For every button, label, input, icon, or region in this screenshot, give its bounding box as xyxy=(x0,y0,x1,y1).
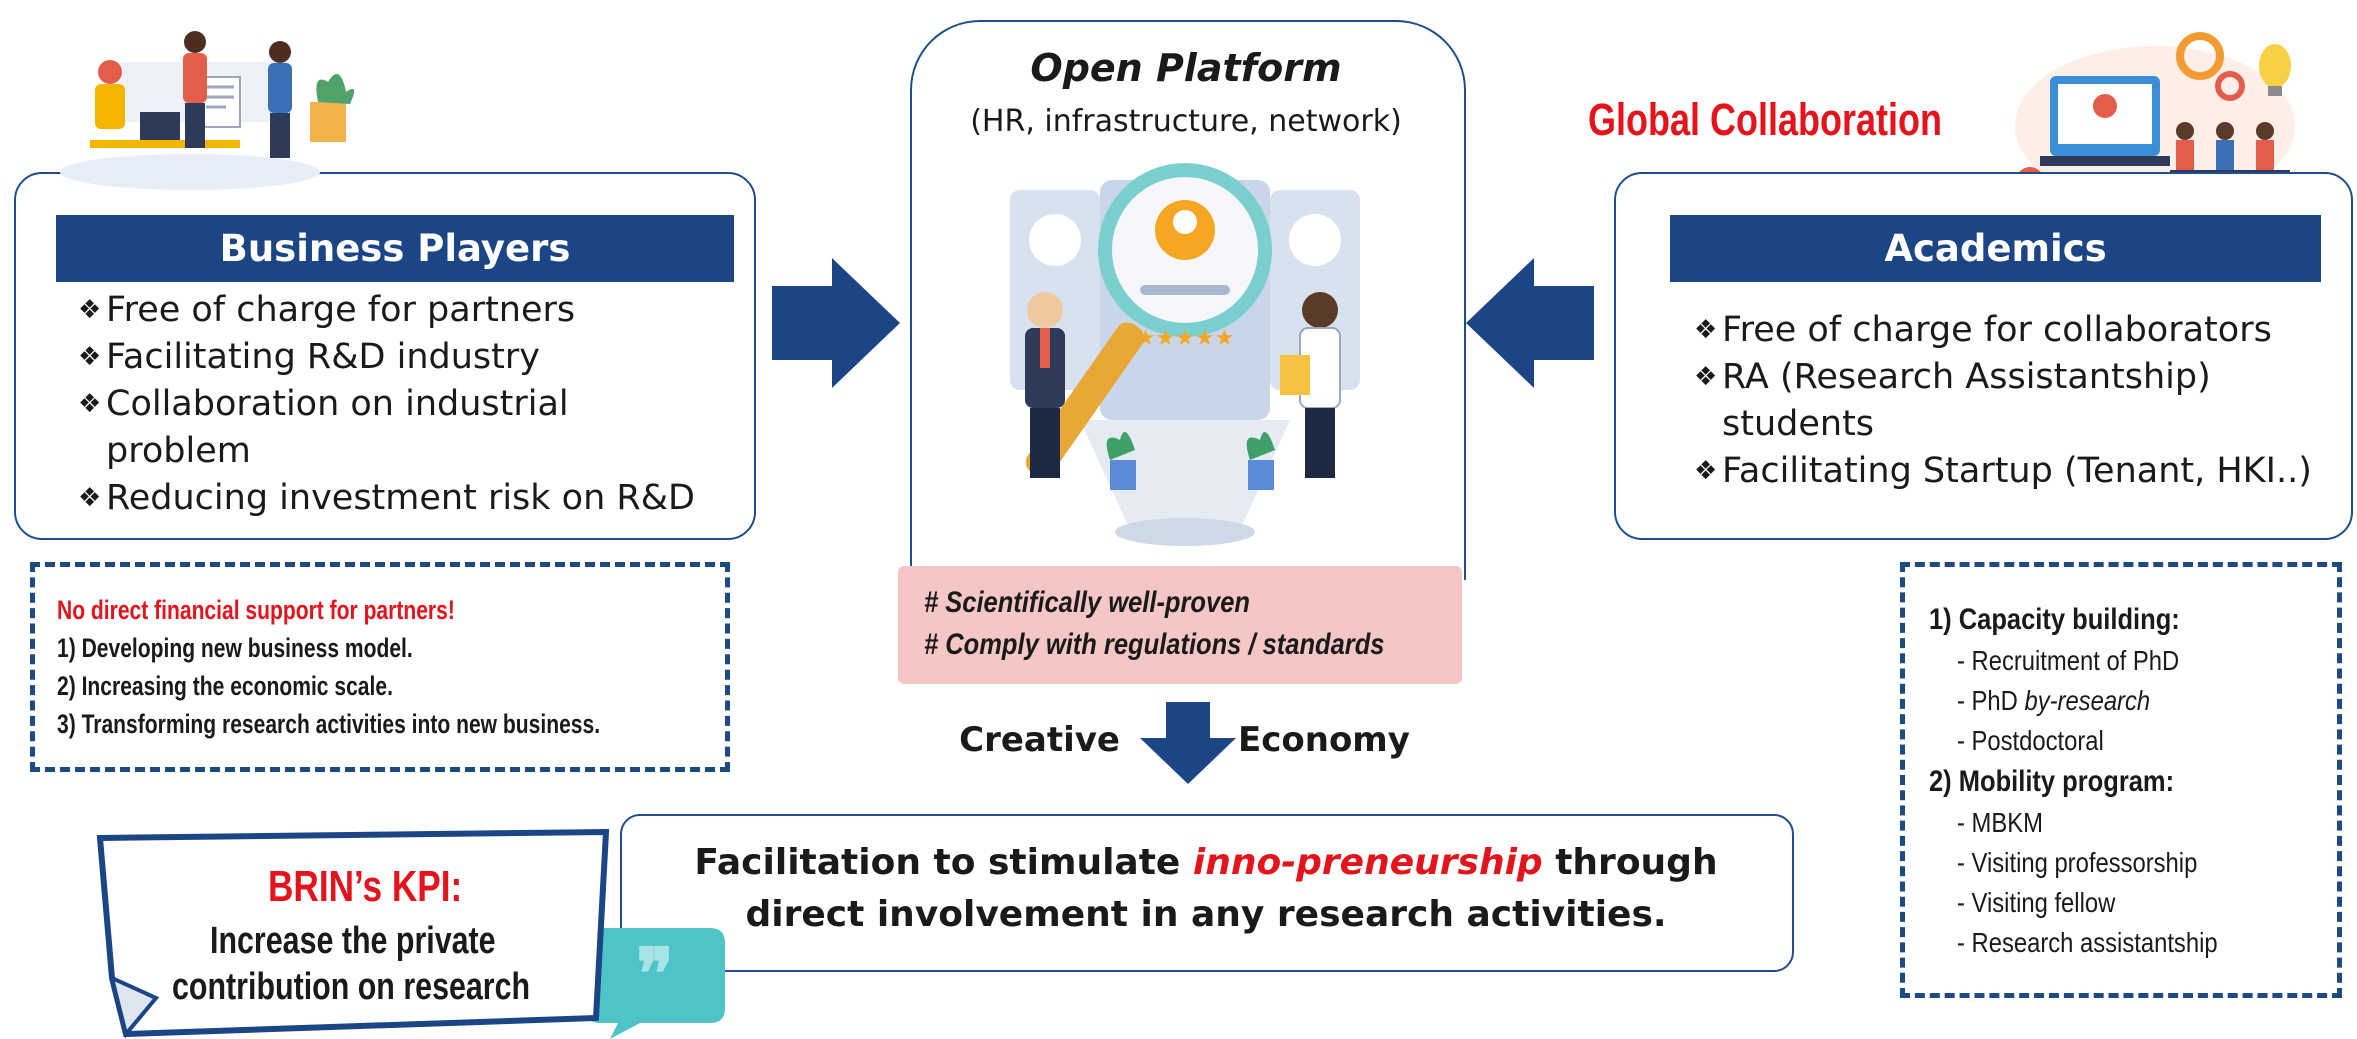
bullet-diamond-icon: ❖ xyxy=(1694,456,1718,486)
capacity-title: 1) Capacity building: xyxy=(1929,603,2180,636)
mobility-item: - Visiting fellow xyxy=(1957,887,2116,918)
list-item: ❖Facilitating R&D industry xyxy=(78,334,728,381)
capacity-mobility-box: 1) Capacity building: - Recruitment of P… xyxy=(1900,562,2342,998)
mobility-title: 2) Mobility program: xyxy=(1929,765,2175,798)
capacity-item: - Recruitment of PhD xyxy=(1957,645,2180,676)
business-players-header: Business Players xyxy=(56,215,734,282)
hashtag-proven: # Scientifically well-proven xyxy=(924,586,1250,619)
business-people-illustration xyxy=(60,31,355,190)
global-collaboration-label: Global Collaboration xyxy=(1588,94,1943,145)
list-item: ❖Facilitating Startup (Tenant, HKI..) xyxy=(1694,448,2334,495)
facilitation-box xyxy=(620,814,1794,972)
facilitation-text-line2: direct involvement in any research activ… xyxy=(745,894,1667,935)
list-item: ❖RA (Research Assistantship) students xyxy=(1694,354,2254,448)
list-item: ❖Reducing investment risk on R&D xyxy=(78,475,728,522)
bullet-diamond-icon: ❖ xyxy=(78,295,102,325)
capacity-item: - Postdoctoral xyxy=(1957,725,2104,756)
academics-header: Academics xyxy=(1670,215,2321,282)
bullet-diamond-icon: ❖ xyxy=(78,483,102,513)
platform-subtitle: (HR, infrastructure, network) xyxy=(970,104,1402,139)
hashtag-box: # Scientifically well-proven # Comply wi… xyxy=(898,566,1462,684)
note-item: 3) Transforming research activities into… xyxy=(57,709,601,739)
magnifier-platform-illustration: ★★★★★ xyxy=(1010,163,1360,546)
arrow-right-icon xyxy=(772,258,900,388)
education-illustration xyxy=(2015,32,2295,206)
platform-title: Open Platform xyxy=(1030,46,1342,90)
svg-text:❞: ❞ xyxy=(636,932,674,1015)
note-item: 1) Developing new business model. xyxy=(57,633,413,663)
business-players-title: Business Players xyxy=(219,227,571,270)
flow-label-creative: Creative xyxy=(959,720,1120,760)
mobility-item: - MBKM xyxy=(1957,807,2043,838)
facilitation-text-line1: Facilitation to stimulate inno-preneursh… xyxy=(694,842,1718,883)
academics-title: Academics xyxy=(1884,227,2107,270)
bullet-diamond-icon: ❖ xyxy=(1694,362,1718,392)
list-item: ❖Free of charge for partners xyxy=(78,287,728,334)
academics-list: ❖Free of charge for collaborators ❖RA (R… xyxy=(1694,307,2334,495)
bullet-diamond-icon: ❖ xyxy=(78,389,102,419)
arrow-left-icon xyxy=(1466,258,1594,388)
list-item: ❖Collaboration on industrial problem xyxy=(78,381,638,475)
kpi-card-shadow xyxy=(96,828,610,1038)
inno-preneurship-text: inno-preneurship xyxy=(1192,842,1543,883)
note-item: 2) Increasing the economic scale. xyxy=(57,671,393,701)
bullet-diamond-icon: ❖ xyxy=(78,342,102,372)
capacity-item: - PhD by-research xyxy=(1957,685,2151,716)
arrow-down-icon xyxy=(1140,702,1236,784)
kpi-line2: contribution on research xyxy=(172,966,531,1008)
list-item: ❖Free of charge for collaborators xyxy=(1694,307,2334,354)
mobility-item: - Visiting professorship xyxy=(1957,847,2198,878)
no-financial-support-note: No direct financial support for partners… xyxy=(30,562,730,772)
flow-label-economy: Economy xyxy=(1238,720,1410,760)
kpi-line1: Increase the private xyxy=(210,920,496,962)
by-research-text: by-research xyxy=(2024,685,2151,716)
mobility-item: - Research assistantship xyxy=(1957,927,2218,958)
kpi-title: BRIN’s KPI: xyxy=(268,862,463,911)
bullet-diamond-icon: ❖ xyxy=(1694,315,1718,345)
svg-text:★★★★★: ★★★★★ xyxy=(1136,326,1235,351)
business-players-list: ❖Free of charge for partners ❖Facilitati… xyxy=(78,287,728,522)
note-title: No direct financial support for partners… xyxy=(57,595,455,625)
quote-bubble-icon: ❞ xyxy=(585,928,725,1039)
hashtag-comply: # Comply with regulations / standards xyxy=(924,628,1385,661)
